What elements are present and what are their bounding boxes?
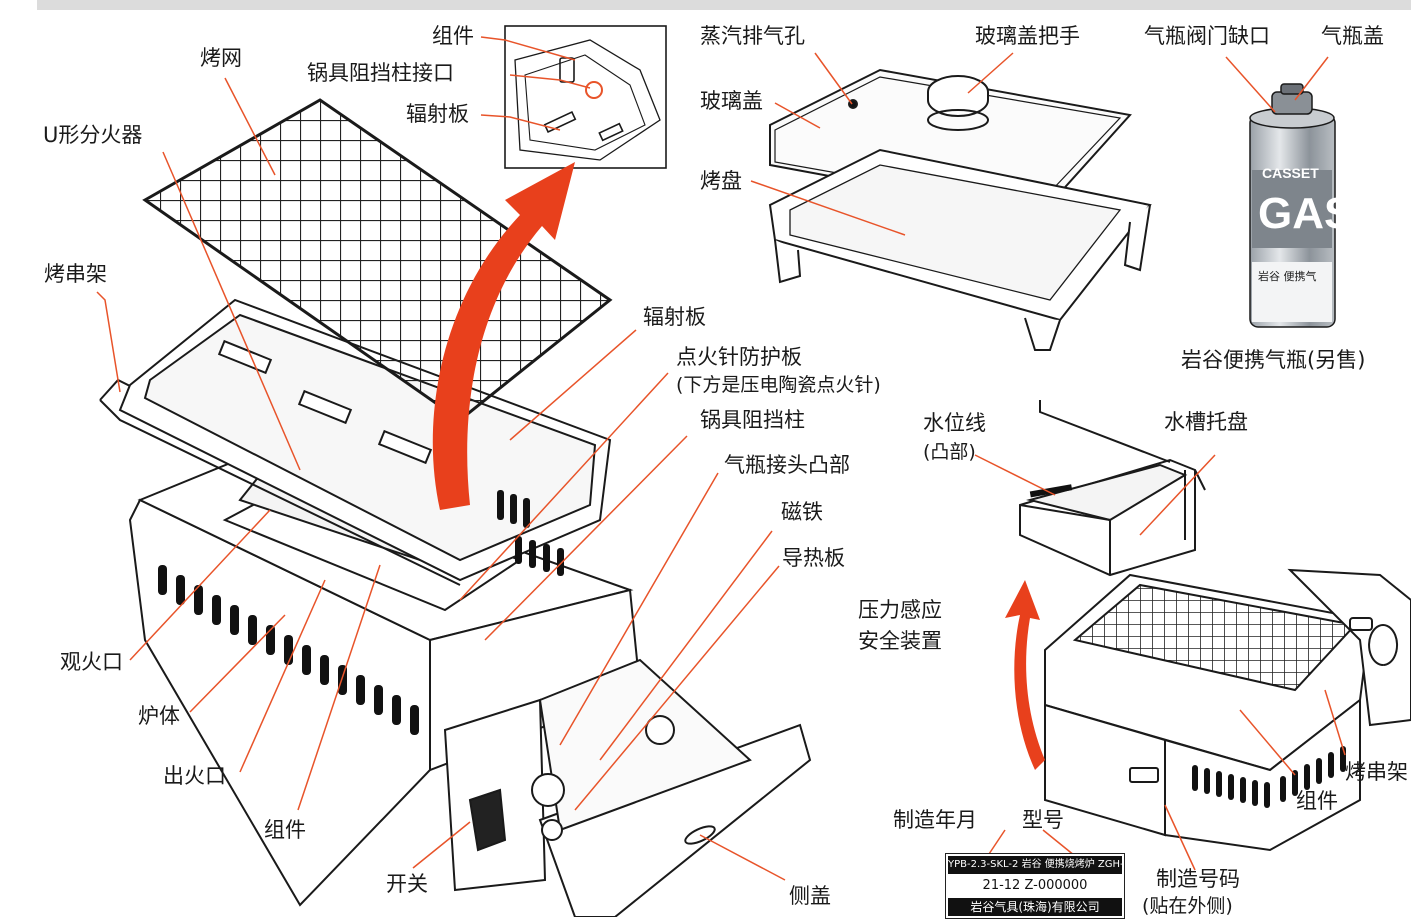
label-kaochuanjia-right: 烤串架 [1345, 760, 1408, 784]
label-dianhuozhen: 点火针防护板 [676, 345, 802, 369]
label-zhizao-nianyue: 制造年月 [893, 808, 977, 832]
frame-slots [497, 490, 564, 576]
label-yali-1: 压力感应 [858, 598, 942, 622]
can-text-gas: GAS [1258, 189, 1353, 238]
label-zujian-bottom: 组件 [264, 818, 306, 842]
can-text-casset: CASSET [1262, 165, 1319, 181]
label-u-fenhuoqi: U形分火器 [43, 123, 143, 147]
label-zujian-top: 组件 [432, 24, 474, 48]
label-qiping-gai: 气瓶盖 [1321, 24, 1384, 48]
up-arrow-right [1005, 580, 1045, 770]
label-xinghao: 型号 [1022, 808, 1064, 832]
label-kaowang: 烤网 [200, 46, 242, 70]
label-citie: 磁铁 [781, 500, 823, 524]
grill-pan [768, 68, 1152, 351]
grill-net [142, 98, 613, 422]
label-kaochuanjia-left: 烤串架 [44, 262, 107, 286]
label-cegai: 侧盖 [789, 884, 831, 908]
label-kaiguan: 开关 [386, 872, 428, 896]
label-shuicao: 水槽托盘 [1164, 410, 1248, 434]
label-guoju-jiekou: 锅具阻挡柱接口 [307, 61, 454, 85]
label-daore: 导热板 [782, 546, 845, 570]
up-arrow-left [432, 162, 575, 510]
label-zhengqi: 蒸汽排气孔 [700, 24, 805, 48]
can-text-brand: 岩谷 便携气 [1258, 269, 1317, 283]
label-dianhuozhen-sub: (下方是压电陶瓷点火针) [676, 374, 881, 396]
label-qiping-jietou: 气瓶接头凸部 [724, 453, 850, 477]
label-boligai: 玻璃盖 [700, 89, 763, 113]
label-zhizao-haoma: 制造号码 [1156, 867, 1240, 891]
nameplate-company-row: 岩谷气具(珠海)有限公司 [948, 898, 1122, 916]
nameplate: YPB-2.3-SKL-2 岩谷 便携烧烤炉 ZGH-RBT-3S 21-12 … [945, 853, 1125, 919]
water-tray [1019, 400, 1206, 577]
assembled-vents [1192, 746, 1346, 808]
label-shuiweixian: 水位线 [923, 411, 986, 435]
label-fushe-mid: 辐射板 [643, 305, 706, 329]
label-tiezai-waice: (贴在外侧) [1142, 895, 1233, 917]
label-fushe-top: 辐射板 [406, 102, 469, 126]
radiant-frame [99, 298, 612, 586]
nameplate-model-row: YPB-2.3-SKL-2 岩谷 便携烧烤炉 ZGH-RBT-3S [948, 856, 1122, 874]
nameplate-serial-row: 21-12 Z-000000 [982, 878, 1088, 893]
label-luti: 炉体 [138, 704, 180, 728]
label-zujian-right: 组件 [1296, 789, 1338, 813]
inset-detail [504, 25, 667, 169]
gas-can [1249, 83, 1336, 328]
label-shuiweixian-sub: (凸部) [923, 441, 976, 463]
top-strip [37, 0, 1411, 10]
label-guoju-zudang: 锅具阻挡柱 [700, 408, 805, 432]
label-chuhuokou: 出火口 [163, 764, 226, 788]
label-kaopan: 烤盘 [700, 169, 742, 193]
label-boligai-bashou: 玻璃盖把手 [975, 24, 1080, 48]
label-qiping-caption: 岩谷便携气瓶(另售) [1181, 348, 1366, 372]
assembled-stove [1044, 568, 1411, 852]
label-guanhuokou: 观火口 [60, 650, 123, 674]
label-yali-2: 安全装置 [858, 629, 942, 653]
label-famen-quekou: 气瓶阀门缺口 [1144, 24, 1270, 48]
stove-body [128, 453, 812, 917]
